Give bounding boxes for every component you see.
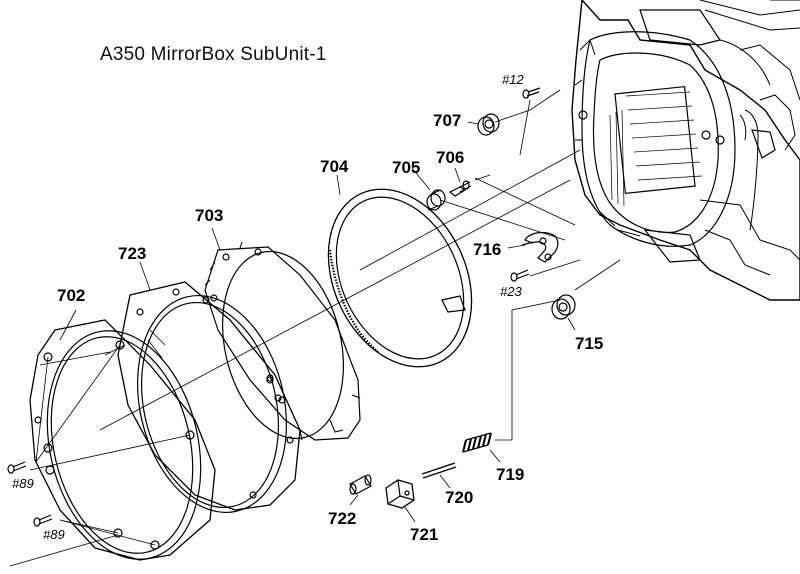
- diagram-title: A350 MirrorBox SubUnit-1: [100, 44, 327, 65]
- part-715-bushing: [551, 294, 576, 320]
- part-label-706: 706: [436, 148, 465, 167]
- part-label-707: 707: [433, 111, 462, 130]
- part-723-ring: [117, 281, 301, 513]
- part-label-704: 704: [320, 157, 349, 176]
- screw-ref-89-upper: #89: [12, 476, 34, 491]
- part-706-pin: [448, 180, 472, 197]
- part-label-722: 722: [328, 509, 357, 528]
- part-716-lever: [521, 231, 559, 263]
- part-719-spring: [462, 432, 492, 453]
- alignment-lines: [9, 89, 621, 567]
- screw-ref-89-lower: #89: [43, 527, 65, 542]
- part-720-shaft: [421, 462, 457, 479]
- screws-89: [7, 461, 53, 527]
- screw-ref-12: #12: [502, 72, 524, 87]
- part-707-bushing: [477, 113, 500, 136]
- screw-23: [510, 269, 530, 282]
- part-label-721: 721: [410, 525, 439, 544]
- part-label-716: 716: [473, 240, 502, 259]
- part-label-720: 720: [445, 488, 474, 507]
- mirror-box-body: [571, 0, 800, 301]
- part-703-ring: [204, 241, 361, 441]
- part-label-715: 715: [575, 334, 604, 353]
- part-label-723: 723: [118, 244, 147, 263]
- part-704-ring: [327, 188, 473, 368]
- part-721-block: [385, 479, 415, 509]
- part-label-719: 719: [496, 465, 525, 484]
- part-705-bushing: [426, 189, 446, 211]
- part-722-sleeve: [349, 474, 372, 495]
- part-label-703: 703: [195, 206, 224, 225]
- screw-ref-23: #23: [500, 284, 522, 299]
- screw-12: [522, 87, 541, 99]
- part-label-702: 702: [57, 286, 86, 305]
- part-label-705: 705: [392, 158, 421, 177]
- label-leaders: [59, 121, 576, 523]
